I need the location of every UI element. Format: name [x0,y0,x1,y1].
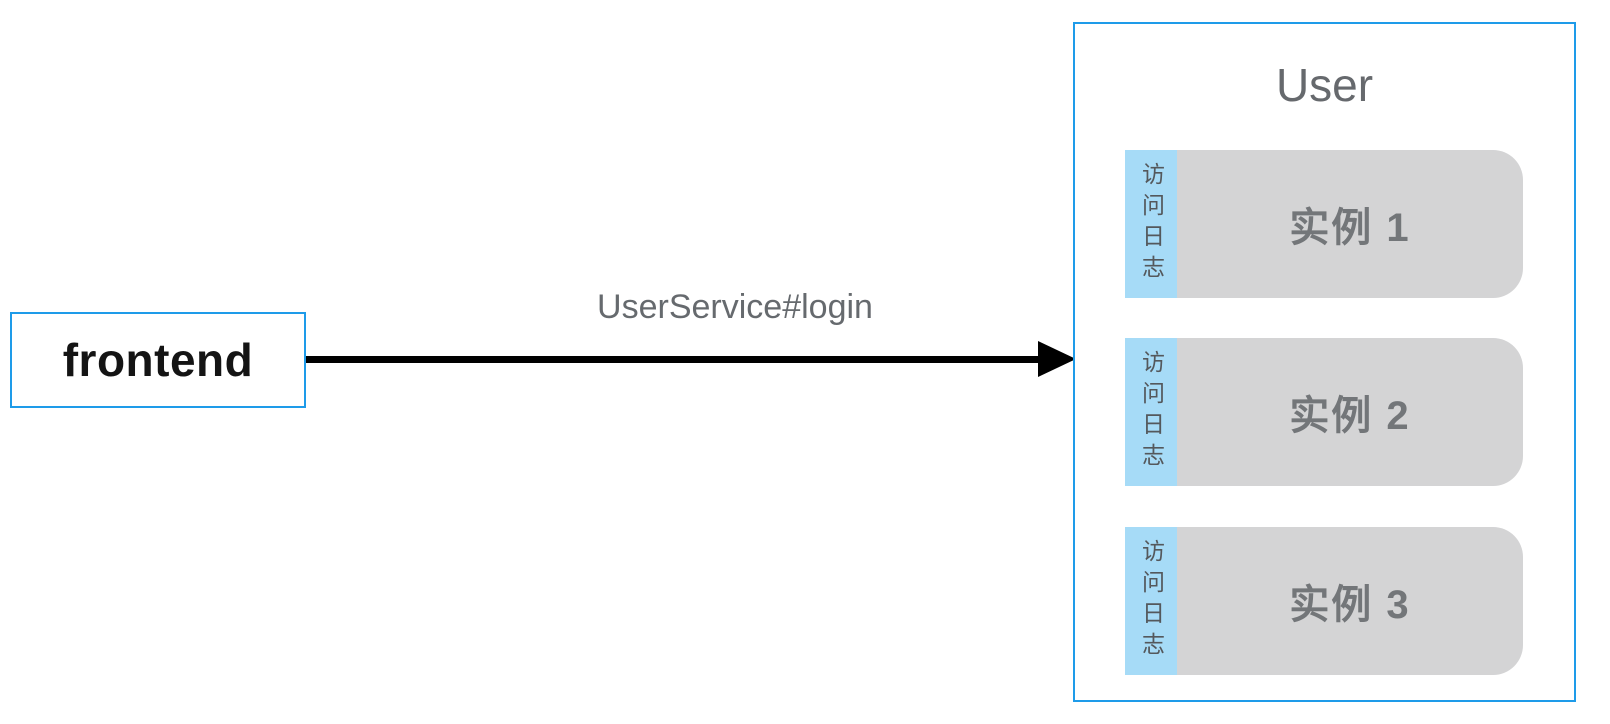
instance-row: 访问日志 实例 2 [1125,338,1523,486]
frontend-label: frontend [62,334,254,386]
instance-body: 实例 3 [1177,527,1523,675]
access-log-tab: 访问日志 [1125,150,1177,298]
instance-row: 访问日志 实例 1 [1125,150,1523,298]
user-service-container: User 访问日志 实例 1 访问日志 实例 2 访问日志 实例 3 [1073,22,1576,702]
frontend-node: frontend [10,312,306,408]
access-log-label: 访问日志 [1138,539,1165,663]
access-log-label: 访问日志 [1138,350,1165,474]
arrow-label: UserService#login [597,288,873,326]
arrow-shaft [306,356,1044,363]
instance-label: 实例 3 [1289,583,1411,627]
instance-row: 访问日志 实例 3 [1125,527,1523,675]
arrow-head-icon [1038,341,1076,377]
instance-body: 实例 1 [1177,150,1523,298]
instance-label: 实例 2 [1289,394,1411,438]
access-log-label: 访问日志 [1138,162,1165,286]
container-title: User [1275,59,1374,111]
access-log-tab: 访问日志 [1125,338,1177,486]
instance-label: 实例 1 [1289,206,1411,250]
instance-body: 实例 2 [1177,338,1523,486]
access-log-tab: 访问日志 [1125,527,1177,675]
